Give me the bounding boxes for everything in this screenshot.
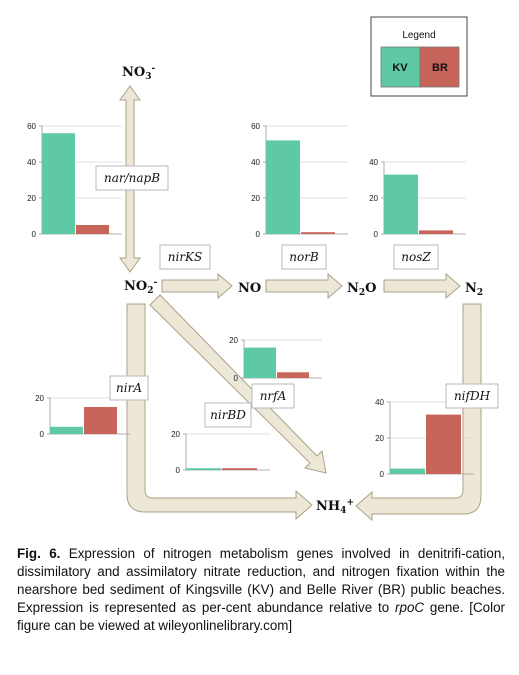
bar-br [419,230,453,234]
bar-kv [186,468,221,470]
svg-text:nosZ: nosZ [401,250,431,264]
gene-label-nar: nar/napB [95,165,169,191]
caption-text-1: Expression of nitrogen metabolism genes … [17,546,505,615]
chart-norb: 0 20 40 60 [251,122,348,239]
chart-tick-label: 40 [27,158,36,167]
gene-label-nosz: nosZ [393,244,439,270]
legend-title: Legend [402,30,435,41]
compound-no2: NO2- [124,278,157,296]
svg-text:nirKS: nirKS [168,250,203,264]
chart-tick-label: 20 [369,194,378,203]
bar-kv [244,347,276,378]
legend: Legend KV BR [370,16,468,97]
gene-label-norb: norB [281,244,327,270]
chart-tick-label: 60 [27,122,36,131]
svg-text:norB: norB [289,250,319,264]
chart-tick-label: 40 [369,158,378,167]
chart-nrfa: 0 20 [229,336,322,383]
chart-tick-label: 0 [40,430,45,439]
legend-kv-swatch [380,46,421,88]
chart-tick-label: 0 [380,470,385,479]
chart-tick-label: 0 [256,230,261,239]
legend-br-swatch [419,46,460,88]
chart-narnapb: 0 20 40 60 [27,122,122,239]
nira-arrow [126,303,313,521]
chart-tick-label: 20 [375,434,384,443]
chart-nifdh: 0 20 40 [375,398,474,479]
nosz-arrow [383,272,461,300]
chart-nira: 0 20 [35,394,130,439]
bar-kv [50,426,83,434]
caption-gene: rpoC [395,600,425,615]
chart-nirbd: 0 20 [171,430,270,475]
caption-label: Fig. 6. [17,546,61,561]
legend-kv-label: KV [392,62,408,74]
bar-br [301,232,335,234]
chart-tick-label: 0 [176,466,181,475]
bar-br [277,372,309,378]
chart-tick-label: 20 [35,394,44,403]
gene-label-nira: nirA [109,375,149,401]
svg-text:nirA: nirA [116,381,142,395]
compound-n2: N2 [465,281,483,298]
bar-br [84,407,117,434]
gene-label-nirbd: nirBD [204,402,252,428]
bar-kv [266,140,300,234]
chart-tick-label: 20 [229,336,238,345]
legend-br-label: BR [432,62,448,74]
gene-label-nrfa: nrfA [251,383,295,409]
nrfa-nirbd-arrow [149,294,327,474]
bar-kv [390,468,425,474]
figure-caption: Fig. 6. Expression of nitrogen metabolis… [17,545,505,635]
nirks-arrow [161,272,233,300]
chart-nosz: 0 20 40 [369,158,466,239]
compound-no: NO [238,281,261,296]
bar-charts: 0 20 40 60 0 20 40 60 0 20 40 0 20 0 20 0 20 0 20 40 [27,122,474,479]
svg-text:nirBD: nirBD [210,408,246,422]
caption-text-2: gene. [Color figure can be viewed at wil… [17,600,506,633]
nifdh-arrow [355,303,482,522]
chart-tick-label: 20 [27,194,36,203]
svg-text:nrfA: nrfA [260,389,287,403]
svg-text:nifDH: nifDH [454,389,491,403]
bar-kv [384,174,418,234]
norb-arrow [265,272,343,300]
compound-nh4: NH4+ [316,498,354,516]
svg-text:nar/napB: nar/napB [104,171,160,185]
chart-tick-label: 0 [374,230,379,239]
nitrogen-pathway-diagram: .arrow { fill:#ece7d6; stroke:#aaa28a; s… [27,16,499,522]
compound-n2o: N2O [347,281,376,298]
bar-br [76,225,109,234]
gene-label-nifdh: nifDH [445,383,499,409]
chart-tick-label: 20 [171,430,180,439]
bar-kv [42,133,75,234]
compound-no3: NO3- [122,64,155,82]
chart-tick-label: 20 [251,194,260,203]
chart-tick-label: 40 [375,398,384,407]
bar-br [222,468,257,470]
bar-br [426,414,461,474]
gene-label-nirks: nirKS [159,244,211,270]
chart-tick-label: 60 [251,122,260,131]
chart-tick-label: 0 [32,230,37,239]
chart-tick-label: 0 [234,374,239,383]
chart-tick-label: 40 [251,158,260,167]
